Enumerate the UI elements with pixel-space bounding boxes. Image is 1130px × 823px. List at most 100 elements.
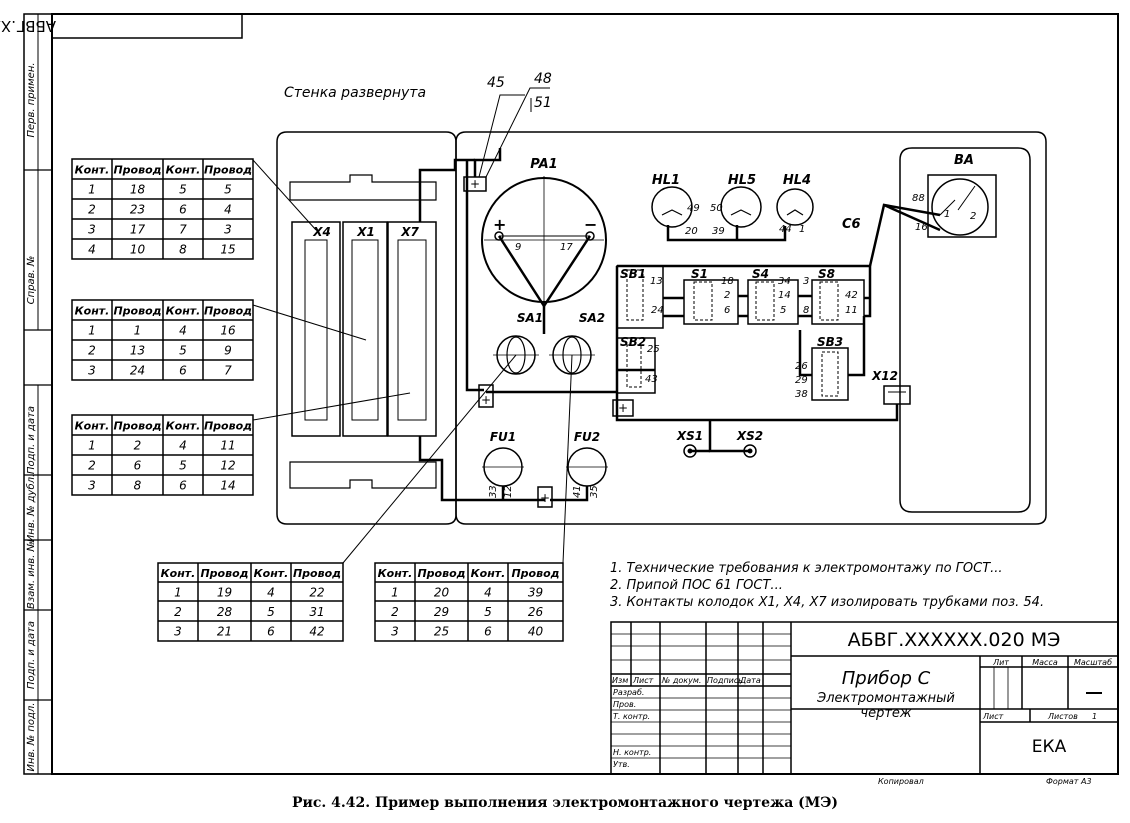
inner-frame	[51, 13, 1119, 775]
table-cell: 3	[88, 363, 96, 377]
table-cell: 2	[391, 605, 399, 619]
table-cell: 3	[174, 625, 182, 639]
table-cell: 4	[179, 323, 187, 337]
table-cell: 29	[434, 605, 449, 619]
table-cell: 8	[179, 242, 187, 256]
table-cell: 4	[179, 438, 187, 452]
x12-connector	[883, 385, 911, 405]
pa1-label: PA1	[530, 157, 557, 172]
sb1-label: SB1	[620, 267, 646, 281]
wire-label: 8	[803, 305, 809, 316]
table-cell: 6	[179, 363, 187, 377]
table-cell: 14	[220, 478, 235, 492]
hl4-lamp	[776, 188, 814, 226]
table-cell: 2	[134, 438, 142, 452]
wire-label: 12	[503, 485, 514, 498]
tb-doc-type-2: чертеж	[860, 706, 912, 721]
ground-icon: +	[618, 401, 628, 415]
wire-label: 50	[710, 203, 723, 214]
side-label-3: Подп. и дата	[26, 406, 37, 474]
wire-label: 11	[845, 305, 858, 316]
ba-box	[927, 174, 997, 238]
note-2: 2. Припой ПОС 61 ГОСТ...	[610, 578, 783, 593]
wire-label: 25	[647, 344, 660, 355]
wire-label: 43	[645, 374, 658, 385]
wire-label: 20	[685, 226, 698, 237]
wire-label: 88	[912, 193, 925, 204]
main-wall-panel	[455, 131, 1047, 525]
table-cell: 2	[88, 202, 96, 216]
tb-role: Н. контр.	[613, 748, 651, 757]
table-cell: 20	[434, 586, 450, 600]
tb-mass: Масса	[1032, 658, 1058, 667]
table-cell: 1	[174, 586, 182, 600]
s8-switch	[811, 279, 865, 325]
wire-label: 39	[712, 226, 725, 237]
wire-label: 6	[724, 305, 730, 316]
wire-label: 2	[970, 211, 976, 222]
left-wall-panel	[276, 131, 457, 525]
table-cell: 4	[224, 202, 232, 216]
table-cell: 6	[484, 625, 492, 639]
table-cell: 3	[88, 222, 96, 236]
tables-grid	[71, 158, 564, 642]
table-cell: 26	[528, 605, 544, 619]
sb2-label: SB2	[620, 335, 646, 349]
table-header-cell: Провод	[113, 163, 161, 176]
tb-org: ЕКА	[1032, 737, 1067, 757]
side-label-4: Инв. № дубл.	[25, 474, 37, 542]
wire-label: 41	[572, 485, 583, 498]
table-cell: 21	[217, 625, 232, 639]
tb-col-header: Изм	[612, 676, 628, 685]
wire-label: 3	[803, 276, 809, 287]
pa1-plus: +	[493, 215, 506, 234]
sa1-label: SA1	[517, 311, 543, 325]
sb3-switch	[811, 347, 849, 401]
x1-label: X1	[356, 225, 375, 239]
table-cell: 1	[88, 182, 96, 196]
tb-code: АБВГ.XXXXXX.020 МЭ	[848, 629, 1061, 651]
table-header-cell: Конт.	[75, 163, 110, 176]
tb-role: Утв.	[613, 760, 630, 769]
tb-lit: Лит	[992, 658, 1009, 667]
tb-scale: Масштаб	[1074, 658, 1112, 667]
wire-label: 29	[795, 375, 808, 386]
table-cell: 7	[179, 222, 187, 236]
sa2-label: SA2	[579, 311, 605, 325]
table-header-cell: Провод	[204, 419, 252, 432]
figure-caption: Рис. 4.42. Пример выполнения электромонт…	[291, 795, 839, 811]
table-cell: 7	[224, 363, 232, 377]
table-cell: 18	[130, 182, 146, 196]
wire-label: 9	[515, 242, 521, 253]
tb-col-header: Подпись	[707, 676, 743, 685]
table-header-cell: Конт.	[75, 419, 110, 432]
tb-col-header: Дата	[739, 676, 761, 685]
table-cell: 5	[179, 343, 187, 357]
x4-label: X4	[312, 225, 331, 239]
table-header-cell: Конт.	[161, 567, 196, 580]
table-cell: 3	[88, 478, 96, 492]
tb-sheets-value: 1	[1092, 712, 1097, 721]
x12-label: X12	[871, 369, 898, 383]
block-x7	[387, 221, 437, 437]
table-header-cell: Провод	[113, 419, 161, 432]
tb-copied: Копировал	[878, 777, 924, 786]
table-cell: 42	[309, 625, 324, 639]
code-box	[51, 13, 243, 39]
xs1-label: XS1	[676, 429, 703, 443]
tb-doc-type-1: Электромонтажный	[816, 691, 955, 706]
outer-frame	[23, 13, 1119, 775]
tb-col-header: № докум.	[661, 676, 701, 685]
hl5-lamp	[720, 186, 762, 228]
table-cell: 39	[528, 586, 543, 600]
side-label-6: Подп. и дата	[26, 621, 37, 689]
block-x4	[291, 221, 341, 437]
side-label-1: Перв. примен.	[26, 62, 37, 137]
table-cell: 12	[220, 458, 235, 472]
hl1-lamp	[651, 186, 693, 228]
table-cell: 1	[134, 323, 142, 337]
table-cell: 19	[217, 586, 232, 600]
wire-label: 24	[651, 305, 664, 316]
wire-label: 13	[650, 276, 663, 287]
